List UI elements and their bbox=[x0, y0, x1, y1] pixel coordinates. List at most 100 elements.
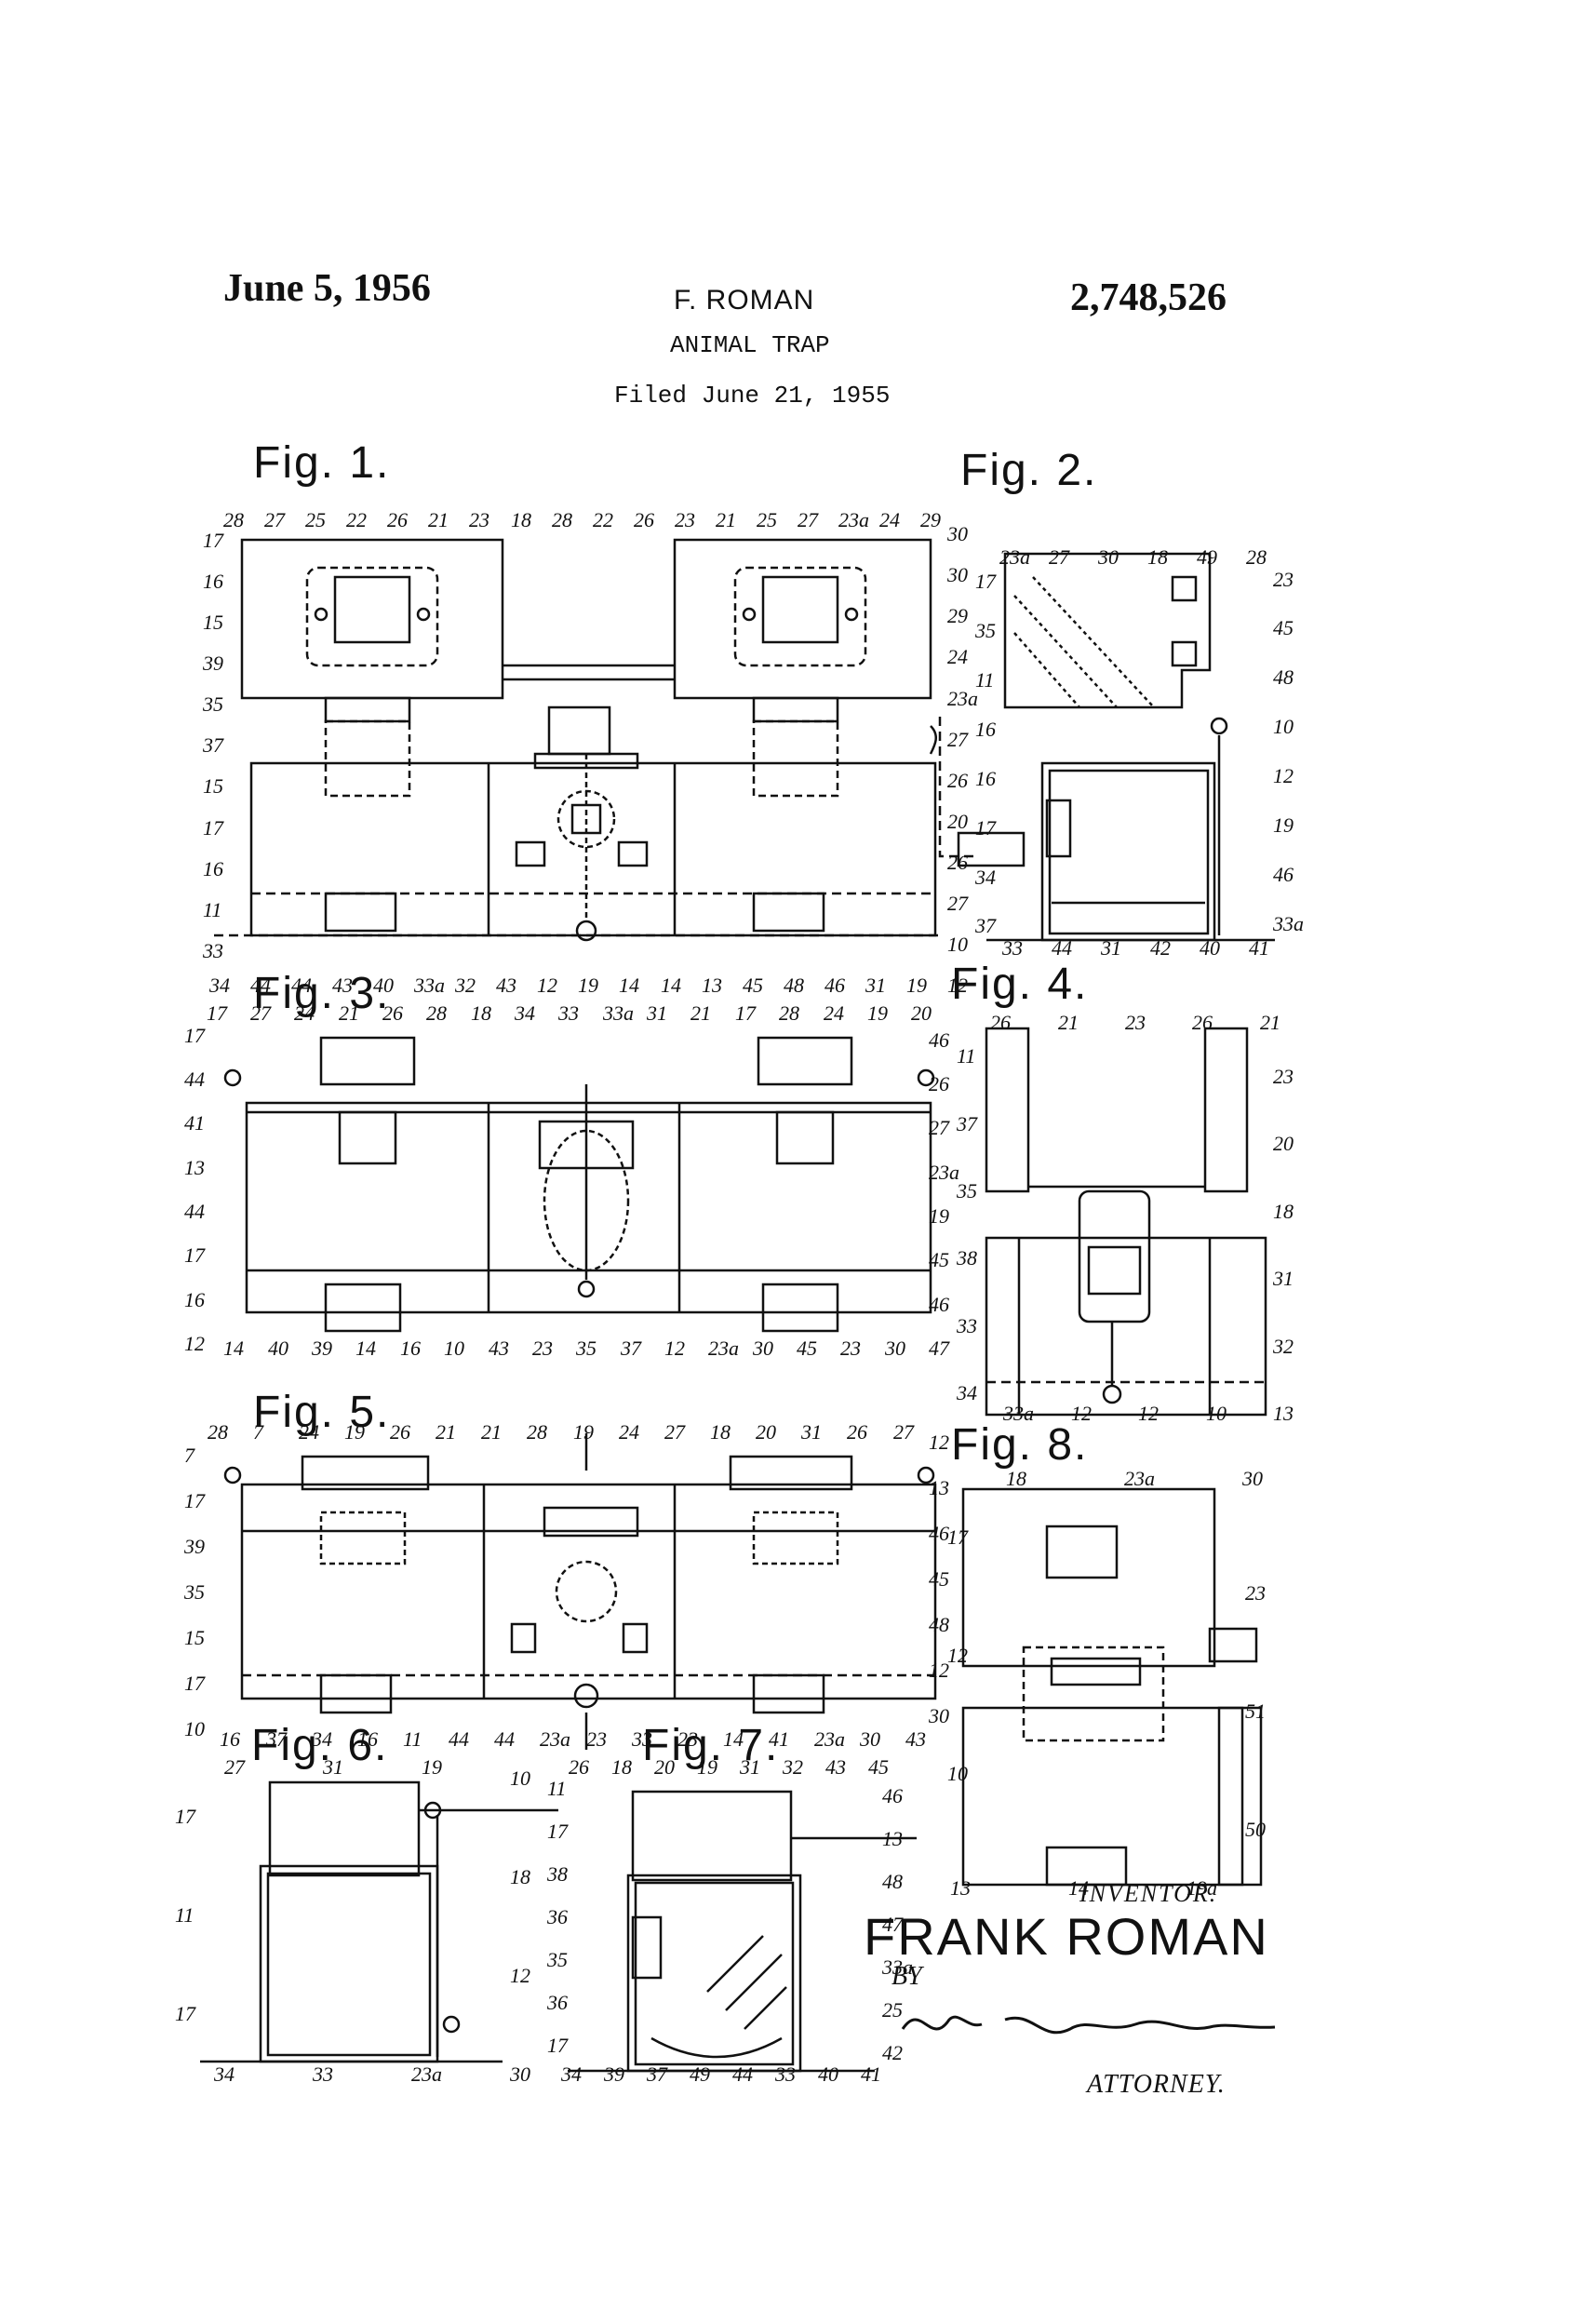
fig2-box bbox=[1040, 761, 1216, 942]
callout-numeral: 17 bbox=[547, 1820, 568, 1843]
callout-numeral: 12 bbox=[1071, 1402, 1092, 1425]
callout-numeral: 26 bbox=[990, 1011, 1011, 1034]
callout-numeral: 44 bbox=[184, 1200, 205, 1223]
callout-numeral: 46 bbox=[929, 1293, 949, 1316]
callout-numeral: 43 bbox=[489, 1337, 509, 1360]
callout-numeral: 40 bbox=[373, 974, 394, 997]
callout-numeral: 19a bbox=[1186, 1876, 1217, 1900]
callout-numeral: 23 bbox=[1273, 568, 1294, 591]
callout-numeral: 23 bbox=[469, 508, 489, 531]
callout-numeral: 18 bbox=[1147, 545, 1168, 569]
callout-numeral: 46 bbox=[929, 1028, 949, 1052]
callout-numeral: 35 bbox=[184, 1580, 205, 1604]
callout-numeral: 44 bbox=[449, 1727, 469, 1751]
callout-numeral: 33 bbox=[632, 1727, 652, 1751]
callout-numeral: 30 bbox=[929, 1704, 949, 1727]
callout-numeral: 18 bbox=[471, 1001, 491, 1025]
callout-numeral: 45 bbox=[743, 974, 763, 997]
fig1-clip-right bbox=[617, 840, 649, 867]
callout-numeral: 10 bbox=[1273, 715, 1294, 738]
callout-numeral: 26 bbox=[390, 1420, 410, 1444]
patent-date: June 5, 1956 bbox=[223, 267, 431, 310]
fig3-label: Fig. 3. bbox=[253, 969, 391, 1018]
fig2-screw-plate bbox=[1171, 575, 1198, 602]
callout-numeral: 45 bbox=[868, 1755, 889, 1779]
callout-numeral: 27 bbox=[947, 728, 968, 751]
callout-numeral: 40 bbox=[818, 2062, 838, 2086]
callout-numeral: 19 bbox=[578, 974, 598, 997]
callout-numeral: 23a bbox=[411, 2062, 442, 2086]
callout-numeral: 28 bbox=[208, 1420, 228, 1444]
callout-numeral: 51 bbox=[1245, 1699, 1266, 1723]
callout-numeral: 23a bbox=[947, 687, 978, 710]
callout-numeral: 16 bbox=[357, 1727, 378, 1751]
fig7-cover bbox=[631, 1790, 793, 1882]
callout-numeral: 44 bbox=[494, 1727, 515, 1751]
callout-numeral: 17 bbox=[184, 1024, 205, 1047]
callout-numeral: 17 bbox=[947, 1525, 968, 1549]
callout-numeral: 28 bbox=[1246, 545, 1267, 569]
callout-numeral: 12 bbox=[1138, 1402, 1159, 1425]
fig4-label: Fig. 4. bbox=[951, 960, 1089, 1009]
callout-numeral: 31 bbox=[1101, 936, 1121, 960]
fig5-cover-right bbox=[729, 1455, 853, 1491]
callout-numeral: 30 bbox=[510, 2062, 530, 2086]
fig8-drawing bbox=[961, 1487, 1263, 1887]
callout-numeral: 30 bbox=[947, 522, 968, 545]
fig3-foot-left bbox=[324, 1283, 402, 1333]
fig7-hatch bbox=[706, 1935, 787, 2030]
fig3-ring bbox=[577, 1280, 596, 1298]
callout-numeral: 43 bbox=[496, 974, 516, 997]
callout-numeral: 12 bbox=[1273, 764, 1294, 787]
fig1-body bbox=[249, 761, 937, 937]
callout-numeral: 35 bbox=[957, 1179, 977, 1202]
callout-numeral: 16 bbox=[203, 857, 223, 880]
callout-numeral: 29 bbox=[920, 508, 941, 531]
callout-numeral: 41 bbox=[769, 1727, 789, 1751]
fig3-tab-right bbox=[775, 1110, 835, 1165]
callout-numeral: 16 bbox=[220, 1727, 240, 1751]
callout-numeral: 43 bbox=[825, 1755, 846, 1779]
callout-numeral: 39 bbox=[203, 652, 223, 675]
callout-numeral: 31 bbox=[865, 974, 886, 997]
callout-numeral: 11 bbox=[175, 1903, 194, 1927]
callout-numeral: 33a bbox=[1273, 912, 1304, 935]
callout-numeral: 48 bbox=[929, 1613, 949, 1636]
callout-numeral: 17 bbox=[207, 1001, 227, 1025]
attorney-signature bbox=[901, 2015, 1276, 2035]
callout-numeral: 32 bbox=[783, 1755, 803, 1779]
fig5-pin-right bbox=[917, 1466, 935, 1484]
callout-numeral: 20 bbox=[654, 1755, 675, 1779]
callout-numeral: 25 bbox=[882, 1998, 903, 2022]
callout-numeral: 14 bbox=[661, 974, 681, 997]
callout-numeral: 33 bbox=[558, 1001, 579, 1025]
callout-numeral: 24 bbox=[299, 1420, 319, 1444]
fig4-left-post bbox=[985, 1027, 1030, 1193]
filed-date: Filed June 21, 1955 bbox=[614, 382, 891, 410]
callout-numeral: 35 bbox=[975, 619, 996, 642]
callout-numeral: 13 bbox=[929, 1476, 949, 1499]
callout-numeral: 20 bbox=[756, 1420, 776, 1444]
callout-numeral: 34 bbox=[209, 974, 230, 997]
callout-numeral: 10 bbox=[184, 1717, 205, 1740]
callout-numeral: 41 bbox=[184, 1111, 205, 1135]
fig1-left-window-outline bbox=[305, 566, 439, 667]
callout-numeral: 34 bbox=[312, 1727, 332, 1751]
fig8-hinge bbox=[1050, 1657, 1142, 1686]
callout-numeral: 44 bbox=[184, 1068, 205, 1091]
callout-numeral: 43 bbox=[332, 974, 353, 997]
callout-numeral: 38 bbox=[547, 1862, 568, 1886]
callout-numeral: 26 bbox=[634, 508, 654, 531]
callout-numeral: 18 bbox=[710, 1420, 731, 1444]
fig2-box-inner bbox=[1048, 769, 1210, 935]
fig1-label: Fig. 1. bbox=[253, 438, 391, 488]
callout-numeral: 14 bbox=[723, 1727, 744, 1751]
callout-numeral: 28 bbox=[426, 1001, 447, 1025]
callout-numeral: 31 bbox=[801, 1420, 822, 1444]
callout-numeral: 19 bbox=[867, 1001, 888, 1025]
fig3-foot-right bbox=[761, 1283, 839, 1333]
callout-numeral: 50 bbox=[1245, 1818, 1266, 1841]
callout-numeral: 33 bbox=[775, 2062, 796, 2086]
callout-numeral: 17 bbox=[175, 1805, 195, 1828]
fig6-drawing bbox=[200, 1780, 558, 2063]
